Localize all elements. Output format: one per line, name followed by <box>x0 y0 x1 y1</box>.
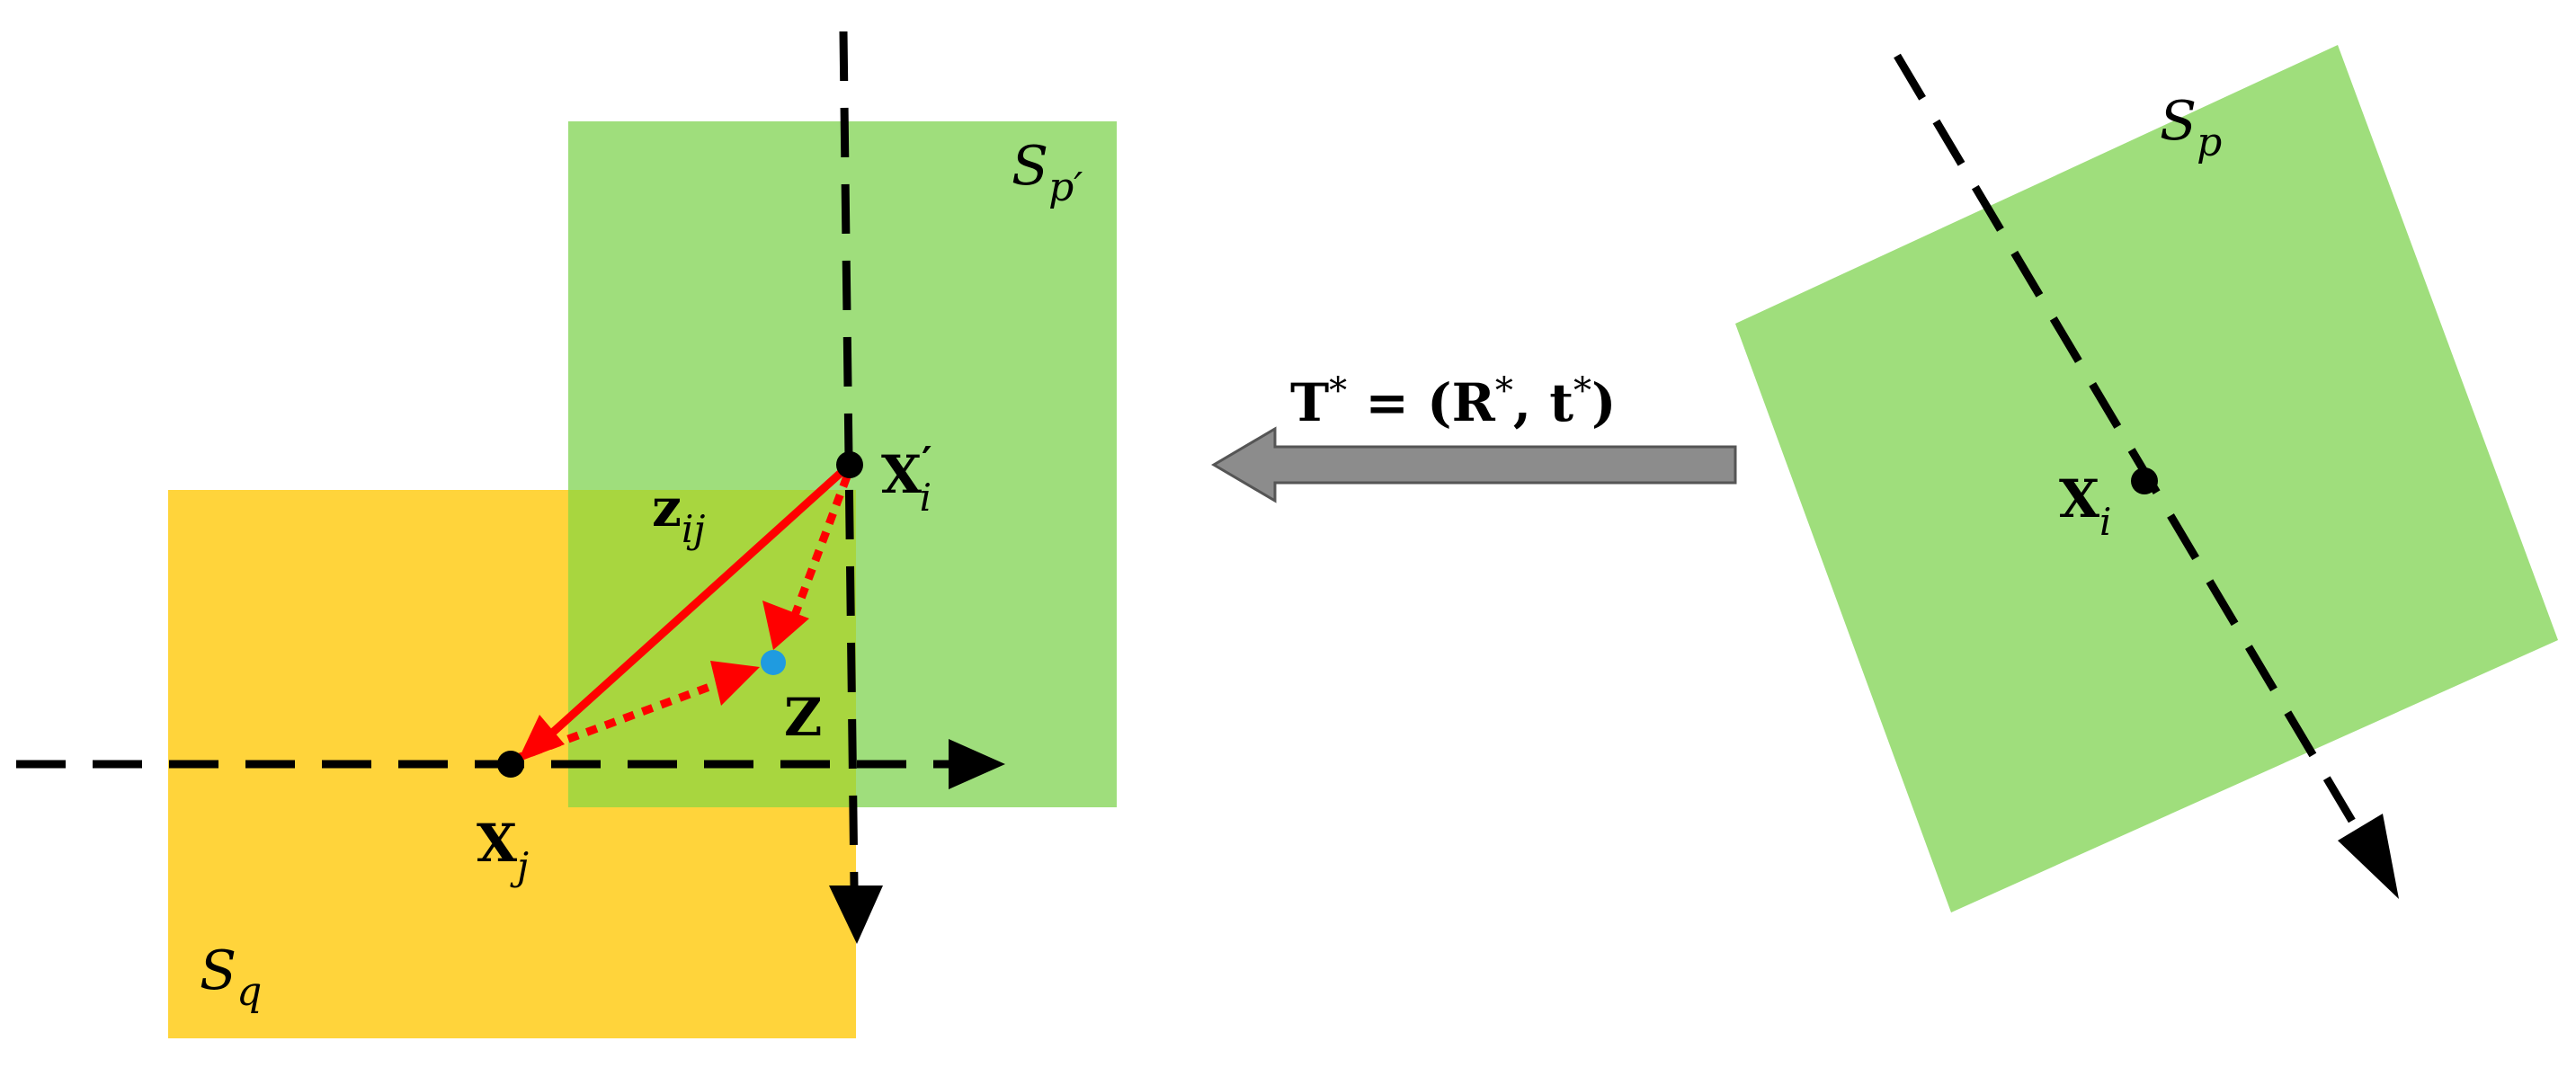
label-transform: T* = (R*, t*) <box>1290 370 1616 433</box>
label-x-i: Xi <box>2059 468 2111 544</box>
point-x-i-prime <box>836 451 863 478</box>
label-s-p: Sp <box>2160 90 2222 165</box>
vector-z-ij <box>536 461 853 748</box>
point-x-i <box>2131 467 2158 494</box>
transform-arrow <box>1211 426 1737 503</box>
label-x-i-prime: X′i <box>881 439 932 520</box>
axis-rotated-arrowhead <box>2338 814 2399 899</box>
label-s-p-prime: Sp′ <box>1012 135 1083 210</box>
point-z <box>761 650 786 675</box>
point-x-j <box>497 751 524 778</box>
label-x-j: Xj <box>477 813 529 888</box>
label-z: Z <box>784 687 822 748</box>
plane-overlap <box>568 490 856 807</box>
label-s-q: Sq <box>200 939 262 1015</box>
vector-z-ij-arrowhead <box>517 715 565 762</box>
axis-horizontal-arrowhead <box>949 739 1005 789</box>
vector-xi-to-z-arrowhead <box>762 601 809 650</box>
vector-xj-to-z-dotted <box>511 679 721 764</box>
vector-xj-to-z-arrowhead <box>710 661 760 706</box>
vector-xi-to-z-dotted <box>787 475 851 627</box>
label-z-ij: zij <box>652 477 705 551</box>
axis-vertical-arrowhead <box>829 886 883 944</box>
